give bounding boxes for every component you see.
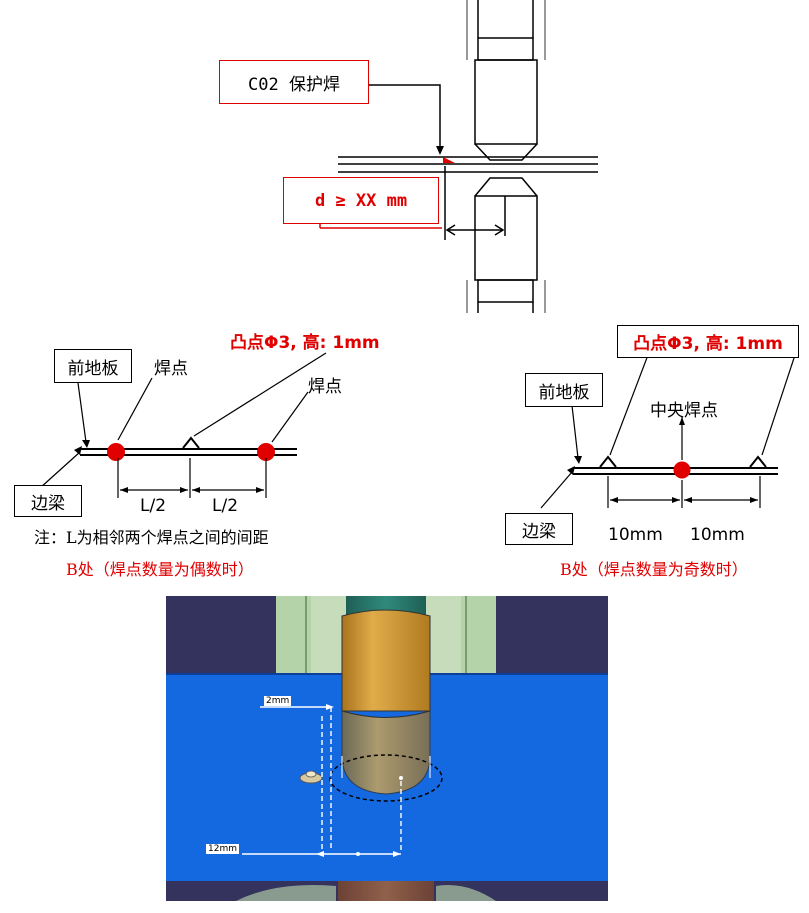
right-front-floor-box: 前地板 — [525, 373, 603, 407]
right-projection-mark-2 — [749, 455, 767, 468]
left-front-floor-box: 前地板 — [54, 349, 132, 383]
render-3d-svg — [166, 596, 608, 901]
distance-dimension — [444, 166, 506, 240]
right-projection-box: 凸点Φ3, 高: 1mm — [617, 325, 799, 358]
co2-leader — [369, 84, 441, 150]
right-projection-label: 凸点Φ3, 高: 1mm — [633, 334, 783, 354]
upper-electrode — [466, 0, 546, 161]
left-weld-point-2 — [257, 443, 275, 461]
right-caption: B处（焊点数量为奇数时） — [560, 560, 748, 579]
left-weld-label-1: 焊点 — [154, 359, 188, 379]
sheets — [338, 156, 598, 173]
contact-ellipse — [329, 754, 443, 802]
right-projection-mark-1 — [599, 455, 617, 468]
right-side-beam: 边梁 — [522, 521, 556, 542]
dimension-lines — [242, 706, 402, 855]
co2-label: C02 保护焊 — [248, 74, 340, 95]
right-dim-2: 10mm — [690, 525, 745, 545]
render-3d-view: 2mm 12mm — [166, 596, 608, 901]
co2-weld-mark — [443, 157, 455, 163]
right-center-weld — [673, 461, 691, 479]
left-note: 注：L为相邻两个焊点之间的间距 — [34, 528, 269, 547]
left-weld-label-2: 焊点 — [308, 377, 342, 397]
left-projection-mark — [182, 436, 200, 449]
left-side-beam: 边梁 — [31, 493, 65, 514]
electrode-tip — [341, 710, 431, 795]
lower-electrode — [466, 177, 546, 313]
right-side-beam-box: 边梁 — [505, 513, 573, 545]
co2-label-box: C02 保护焊 — [219, 60, 369, 104]
left-weld-point-1 — [107, 443, 125, 461]
left-dim-1: L/2 — [140, 496, 167, 516]
green-frame-lower — [236, 885, 336, 901]
right-front-floor: 前地板 — [538, 382, 590, 403]
right-dim-1: 10mm — [608, 525, 663, 545]
left-projection-label: 凸点Φ3, 高: 1mm — [230, 333, 380, 353]
left-front-floor: 前地板 — [67, 358, 119, 379]
electrode-gold — [341, 609, 431, 712]
distance-label-box: d ≥ XX mm — [283, 177, 439, 224]
left-caption: B处（焊点数量为偶数时） — [66, 560, 254, 579]
distance-label: d ≥ XX mm — [314, 190, 408, 211]
dim-small-label: 2mm — [264, 696, 292, 706]
left-dim-2: L/2 — [212, 496, 239, 516]
left-side-beam-box: 边梁 — [14, 485, 82, 517]
right-center-weld-label: 中央焊点 — [650, 401, 718, 421]
dim-large-label: 12mm — [206, 844, 239, 854]
